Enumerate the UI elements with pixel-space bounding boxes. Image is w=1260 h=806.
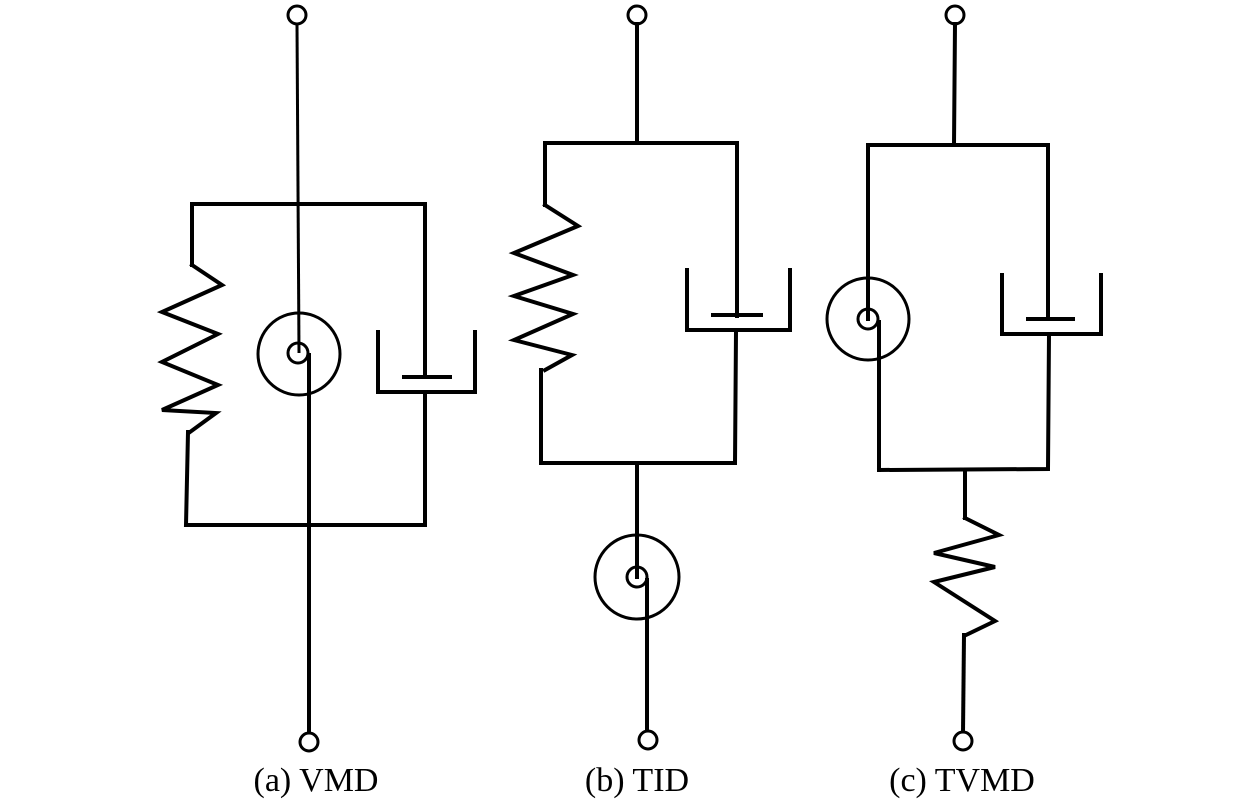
top-terminal bbox=[626, 4, 648, 26]
panel-c-tvmd bbox=[825, 4, 1103, 752]
top-lead bbox=[951, 21, 958, 148]
bottom-terminal bbox=[952, 730, 974, 752]
inerter-icon bbox=[256, 311, 342, 737]
spring-icon bbox=[928, 515, 1005, 638]
bottom-terminal bbox=[298, 731, 320, 753]
caption-panel-b: (b) TID bbox=[584, 762, 690, 799]
caption-panel-c: (c) TVMD bbox=[889, 762, 1035, 799]
top-bar-right bbox=[296, 202, 427, 377]
top-bar bbox=[543, 141, 739, 318]
damper-icon bbox=[1000, 273, 1103, 336]
spring-icon bbox=[507, 202, 583, 373]
caption-panel-a: (a) VMD bbox=[253, 762, 379, 799]
panel-a-vmd bbox=[156, 4, 477, 753]
bottom-bar bbox=[539, 329, 739, 465]
inerter-upper-rod bbox=[295, 23, 301, 354]
spring-icon bbox=[156, 262, 227, 435]
damper-icon bbox=[376, 330, 477, 394]
top-terminal bbox=[286, 4, 308, 26]
bottom-bar bbox=[876, 331, 1052, 473]
top-bar bbox=[866, 143, 1050, 321]
top-bar-left bbox=[190, 202, 300, 267]
bottom-bar bbox=[183, 390, 427, 527]
bottom-terminal bbox=[637, 729, 659, 751]
bottom-lead bbox=[960, 632, 967, 736]
damper-icon bbox=[685, 268, 792, 332]
top-terminal bbox=[944, 4, 966, 26]
inerter-icon bbox=[593, 533, 681, 735]
inerter-icon bbox=[825, 276, 911, 472]
panel-b-tid bbox=[507, 4, 792, 751]
